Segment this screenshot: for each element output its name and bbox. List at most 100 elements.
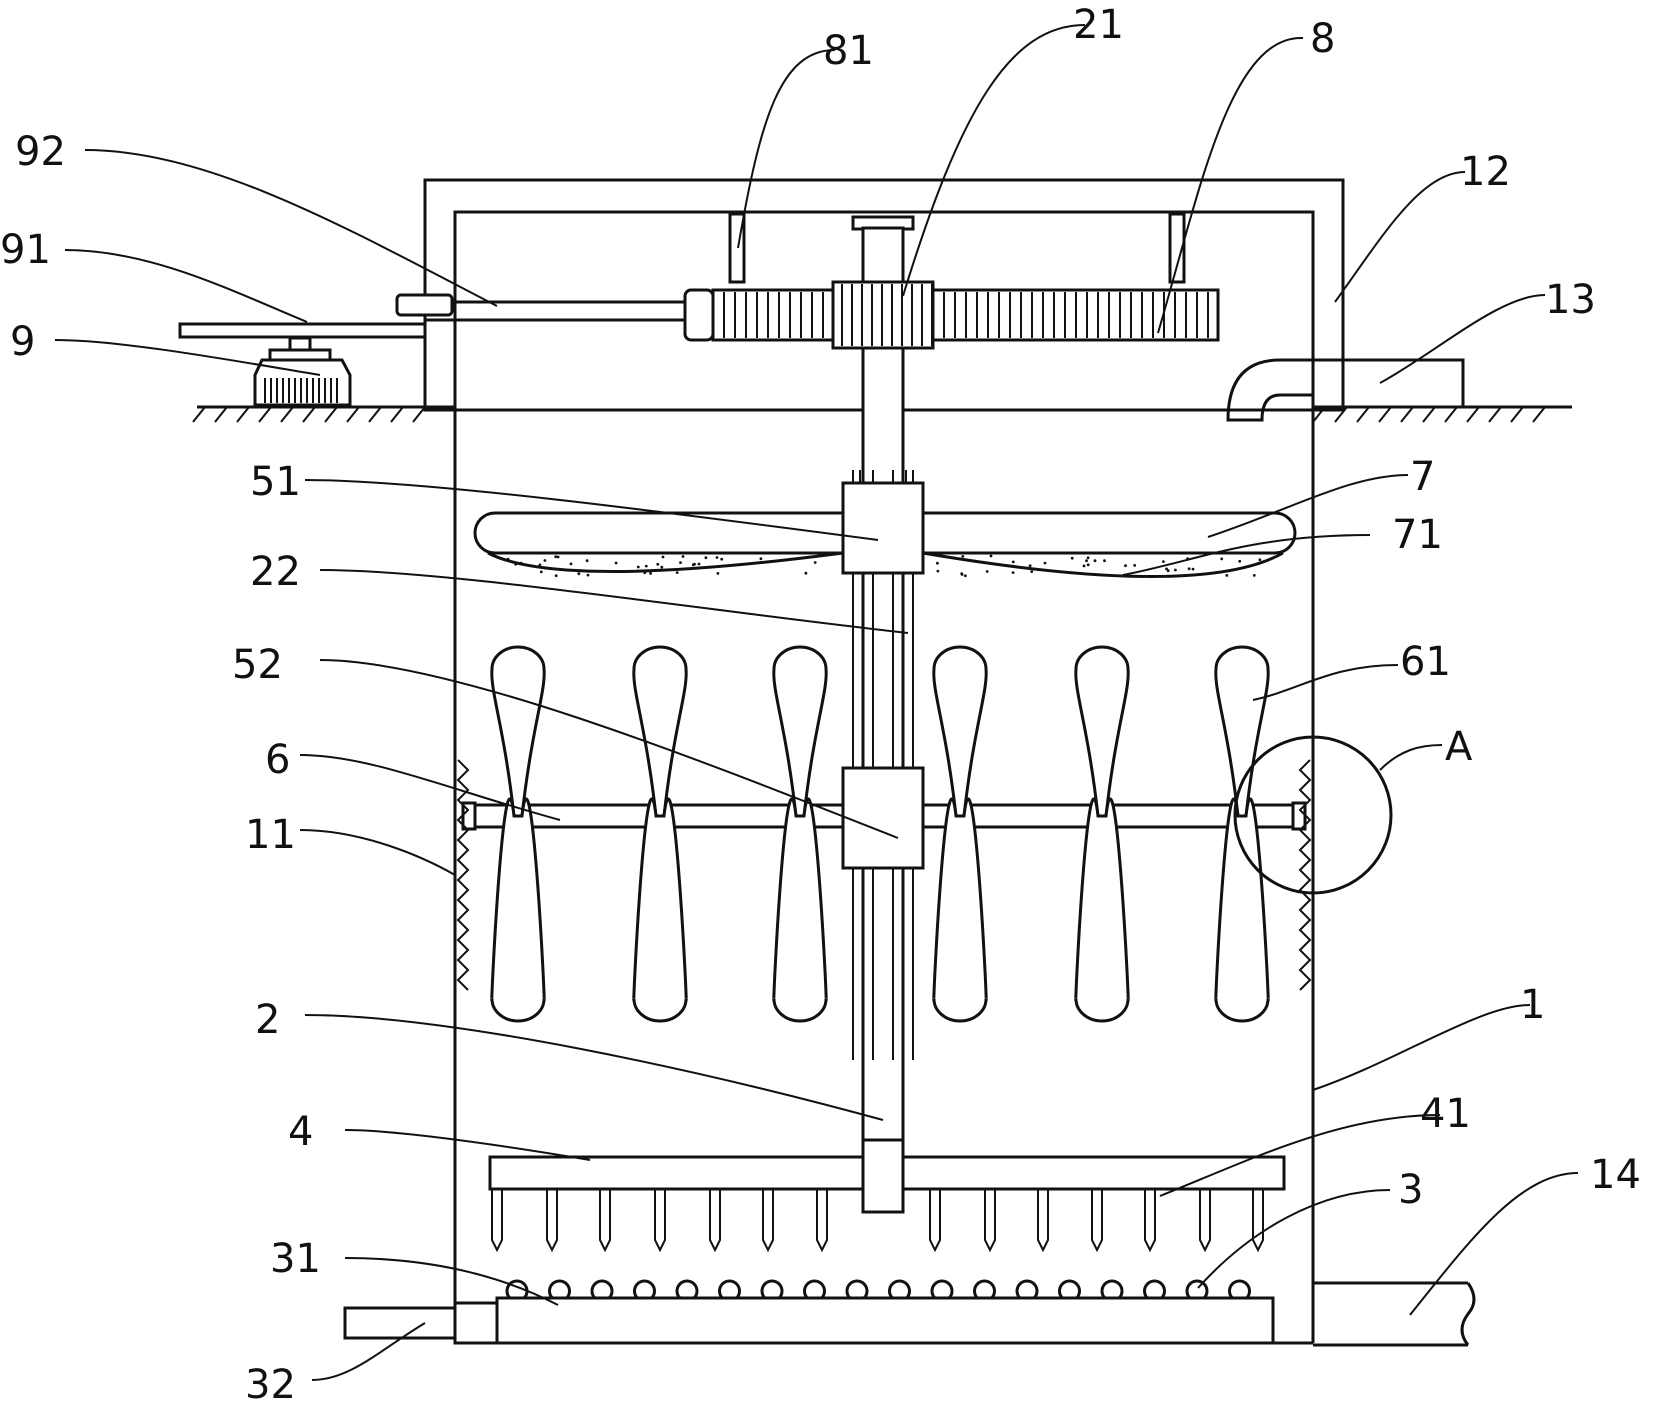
ground-hatch [1488, 406, 1502, 423]
bottom-tray [343, 1279, 1275, 1345]
ground-hatch [368, 406, 382, 423]
leader-lines [54, 24, 1579, 1381]
ground-hatch [236, 406, 250, 423]
blade-speck [1043, 561, 1047, 565]
ground-hatch [390, 406, 404, 423]
gear-supports [728, 212, 1186, 284]
paddle-lower [1214, 797, 1270, 1023]
blade-speck [587, 569, 591, 573]
blade-speck [697, 562, 701, 566]
paddle-lower [632, 797, 688, 1023]
blade-speck [649, 572, 652, 575]
blade-speck [519, 561, 523, 565]
blade-speck [614, 561, 618, 565]
blade-speck [972, 559, 976, 563]
label-8: 8 [1310, 16, 1335, 62]
blade-speck [1258, 558, 1262, 562]
ground-hatch [1400, 406, 1414, 423]
label-31: 3 [1398, 1167, 1423, 1213]
blade-speck [804, 571, 808, 575]
ground-hatch [1444, 406, 1458, 423]
rake-tooth [546, 1189, 558, 1253]
ground-hatch [1532, 406, 1546, 423]
blade-speck [577, 572, 581, 576]
rake-tooth [1037, 1189, 1049, 1253]
blade-speck [1133, 564, 1137, 567]
ground-hatch [192, 406, 206, 423]
label-51: 51 [250, 459, 301, 505]
ground-hatch [258, 406, 272, 423]
blade-speck [1086, 563, 1090, 567]
drive-gear [831, 280, 935, 350]
label-6: 6 [265, 737, 290, 783]
blade-speck [538, 563, 542, 567]
blade-speck [1174, 568, 1177, 572]
label-91: 91 [0, 227, 51, 273]
label-4: 4 [288, 1109, 313, 1155]
label-21: 21 [1073, 2, 1124, 48]
label-32: 32 [245, 1362, 296, 1403]
drive-linkage [178, 288, 715, 407]
paddle-upper [490, 645, 546, 818]
blade-speck [543, 559, 547, 562]
rake-tooth [599, 1189, 611, 1253]
ground-hatch [280, 406, 294, 423]
label-A: A [1445, 724, 1473, 770]
label-3: 31 [270, 1236, 321, 1282]
detail-circle-A [1233, 735, 1393, 895]
blade-speck [643, 571, 647, 575]
blade-speck [985, 570, 989, 573]
rake-tooth [1091, 1189, 1103, 1253]
rack-gear [711, 288, 1220, 342]
ground-hatch [346, 406, 360, 423]
blade-speck [681, 555, 685, 558]
blade-speck [691, 563, 695, 567]
blade-speck [656, 562, 660, 566]
blade-speck [1252, 574, 1256, 577]
blade-speck [660, 565, 664, 569]
paddle-lower [932, 797, 988, 1023]
label-52: 52 [232, 642, 283, 688]
rake-tooth [1199, 1189, 1211, 1253]
serrated-walls [456, 759, 1312, 991]
blade-speck [554, 555, 558, 559]
ground-hatch [1334, 406, 1348, 423]
blade-speck [661, 555, 665, 559]
blade-speck [936, 561, 939, 565]
blade-speck [585, 559, 589, 563]
blade-speck [960, 573, 964, 576]
paddle-blades [490, 645, 1270, 1023]
upper-sleeve [841, 481, 925, 575]
blade-speck [636, 565, 640, 569]
paddle-upper [632, 645, 688, 818]
blade-speck [1086, 556, 1090, 560]
lower-sleeve [841, 766, 925, 870]
label-22: 22 [250, 549, 301, 595]
blade-speck [1011, 560, 1015, 564]
rake-tooth [762, 1189, 774, 1253]
label-2: 2 [255, 997, 280, 1043]
blade-speck [556, 555, 560, 559]
blade-speck [506, 557, 510, 561]
blade-speck [554, 574, 558, 578]
blade-speck [1238, 559, 1242, 563]
paddle-lower [772, 797, 828, 1023]
label-12: 12 [1460, 149, 1511, 195]
ground-hatch [214, 406, 228, 423]
blade-speck [759, 557, 763, 561]
blade-speck [1070, 556, 1074, 560]
blade-speck [715, 556, 719, 559]
rake-tooth [1144, 1189, 1156, 1253]
rake-plate [488, 1138, 1286, 1253]
paddle-upper [1074, 645, 1130, 818]
ground-hatch [302, 406, 316, 423]
blade-speck [675, 571, 679, 574]
ground-hatch [412, 406, 426, 423]
label-11: 11 [245, 812, 296, 858]
rake-tooth [984, 1189, 996, 1253]
central-shaft [851, 215, 915, 1212]
label-81: 81 [823, 28, 874, 74]
blade-speck [961, 555, 965, 558]
